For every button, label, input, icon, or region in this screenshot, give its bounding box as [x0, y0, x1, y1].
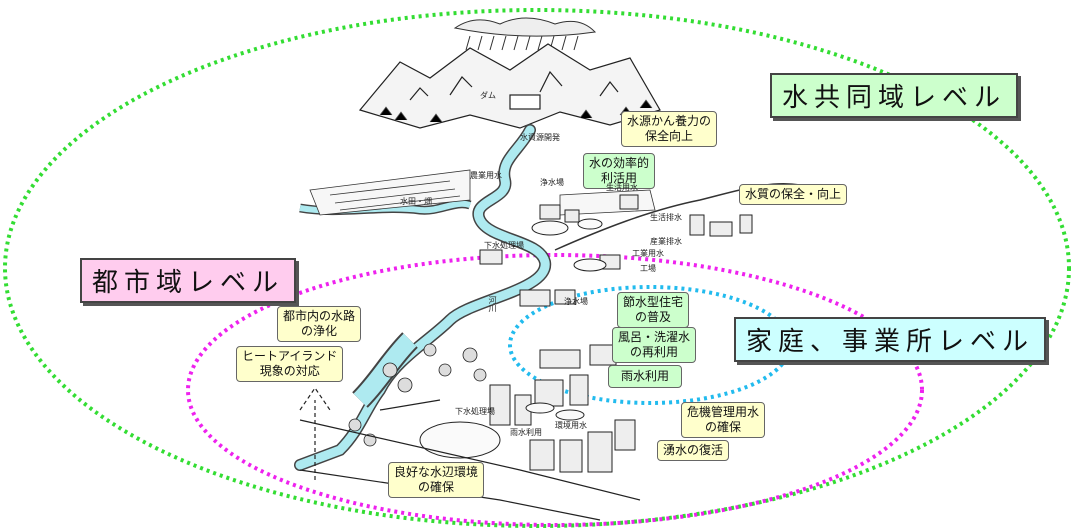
note-heat-island: ヒートアイランド現象の対応 — [236, 346, 344, 382]
note-spring-revival: 湧水の復活 — [657, 440, 730, 461]
note-water-quality: 水質の保全・向上 — [739, 184, 848, 205]
label-sewage-bottom: 下水処理場 — [455, 407, 495, 416]
basin-level-label: 水共同域レベル — [770, 73, 1019, 118]
label-industrial-water: 工業用水 — [632, 249, 664, 258]
urban-level-label: 都市域レベル — [80, 258, 297, 303]
rain-cloud — [453, 17, 597, 51]
ground-lines — [299, 399, 641, 521]
note-water-saving-house: 節水型住宅の普及 — [617, 292, 690, 328]
mountains — [358, 43, 661, 129]
label-domestic-water: 生活用水 — [606, 183, 638, 192]
label-rain-use: 雨水利用 — [510, 428, 542, 437]
label-paddy: 水田・畑 — [400, 197, 432, 206]
note-rainwater: 雨水利用 — [608, 365, 683, 388]
note-waterside: 良好な水辺環境の確保 — [388, 462, 485, 498]
label-river: 河川 — [488, 296, 497, 312]
label-water-dev: 水資源開発 — [520, 133, 560, 142]
household-level-label: 家庭、事業所レベル — [734, 317, 1047, 362]
label-dam: ダム — [480, 91, 496, 100]
label-industrial-drain: 産業排水 — [650, 237, 682, 246]
note-efficient-use: 水の効率的利活用 — [583, 153, 656, 189]
label-factory: 工場 — [640, 264, 656, 273]
note-crisis-water: 危機管理用水の確保 — [681, 402, 766, 438]
label-env-water: 環境用水 — [555, 421, 587, 430]
label-purif-top: 浄水場 — [540, 178, 564, 187]
label-agri-water: 農業用水 — [470, 171, 502, 180]
label-domestic-drain: 生活排水 — [650, 213, 682, 222]
forest-hatching — [379, 99, 653, 123]
note-bath-reuse: 風呂・洗濯水の再利用 — [612, 327, 697, 363]
treatment-tanks — [419, 218, 607, 459]
note-urban-channel: 都市内の水路の浄化 — [277, 306, 362, 342]
label-sewage-top: 下水処理場 — [484, 241, 524, 250]
riverside-trees — [348, 343, 487, 447]
heat-island-arrow — [299, 386, 331, 480]
note-water-source: 水源かん養力の保全向上 — [621, 111, 718, 147]
label-purif-mid: 浄水場 — [564, 297, 588, 306]
basin-boundary — [3, 8, 1071, 528]
buildings — [479, 194, 753, 473]
urban-boundary — [186, 253, 924, 527]
